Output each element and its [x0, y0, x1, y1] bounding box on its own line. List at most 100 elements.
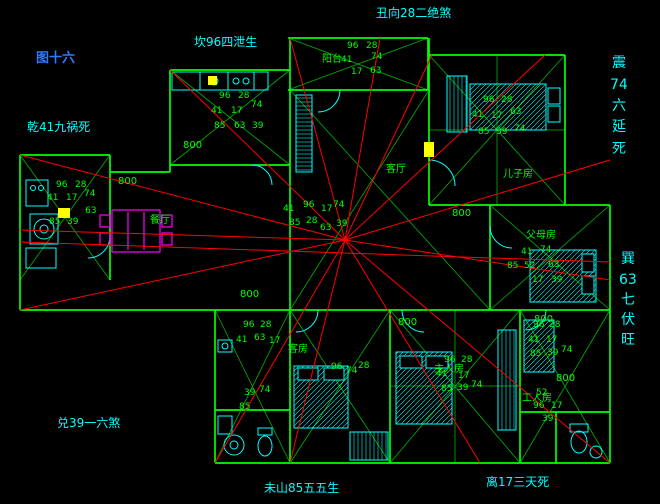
highlight-block	[208, 76, 217, 85]
door-arc	[489, 225, 513, 249]
compass-label-zhen-char: 震	[612, 55, 626, 71]
compass-label-xun-char: 63	[619, 272, 637, 288]
star-number: 74	[471, 380, 483, 390]
star-number: 74	[84, 189, 96, 199]
star-number: 41	[436, 369, 447, 379]
room-label-worker: 工人房	[522, 391, 552, 404]
compass-label-xun-char: 伏	[621, 312, 635, 328]
star-number: 28	[366, 41, 378, 51]
star-number: 41	[236, 335, 247, 345]
star-number: 85	[507, 261, 518, 271]
sink-unit	[217, 339, 233, 353]
compass-label-zhen-char: 74	[610, 77, 628, 93]
star-number: 28	[461, 355, 473, 365]
pillow	[547, 87, 561, 105]
star-number: 74	[540, 245, 552, 255]
star-number: 17	[231, 106, 242, 116]
pillow	[323, 367, 345, 381]
pillow	[581, 275, 595, 295]
star-number: 96	[347, 41, 359, 51]
compass-label-zhen: 震 74 六 延 死	[610, 55, 628, 157]
star-number: 74	[251, 100, 263, 110]
toilet-tank	[257, 427, 273, 436]
star-number: 17	[532, 275, 543, 285]
kitchen-counter-dividers	[199, 72, 255, 90]
star-number: 63	[548, 260, 559, 270]
appliance-knob	[38, 185, 44, 191]
star-number: 74	[371, 52, 383, 62]
star-number: 85	[530, 349, 541, 359]
sink-drain	[221, 342, 229, 350]
wall-lines	[19, 37, 611, 464]
star-number: 39	[496, 127, 508, 137]
fixtures	[25, 71, 603, 461]
star-number: 63	[85, 206, 96, 216]
compass-label-zhen-char: 延	[612, 119, 626, 135]
wash-basin-drain	[229, 440, 239, 450]
star-number: 96	[483, 95, 495, 105]
compass-label-xun-char: 旺	[621, 332, 635, 348]
star-number: 39	[252, 121, 264, 131]
door-arc	[428, 159, 456, 187]
star-number: 63	[320, 223, 331, 233]
door-arc	[295, 309, 319, 333]
dining-chair	[161, 214, 173, 228]
compass-label-li: 离17三天死	[486, 474, 549, 489]
wash-basin	[589, 445, 603, 459]
compass-label-xun-char: 巽	[621, 251, 635, 267]
figure-title: 图十六	[36, 50, 75, 66]
star-number: 74	[333, 200, 345, 210]
star-number: 85	[239, 402, 250, 412]
star-number: 52	[524, 261, 535, 271]
star-number: 17	[351, 67, 362, 77]
compass-label-chou: 丑向28二绝煞	[376, 5, 451, 20]
star-number: 17	[551, 401, 562, 411]
compass-label-zhen-char: 六	[612, 98, 626, 114]
star-number: 41	[528, 335, 539, 345]
screen-wall	[295, 94, 313, 173]
star-number: 96	[243, 320, 255, 330]
wall-bottom-block	[214, 310, 610, 464]
star-number: 41	[521, 247, 532, 257]
star-number: 17	[269, 336, 280, 346]
wardrobe	[497, 329, 517, 431]
compass-label-xun: 巽 63 七 伏 旺	[619, 251, 637, 348]
star-number: 85	[289, 218, 300, 228]
star-number: 41	[211, 106, 222, 116]
star-number: 96	[219, 91, 231, 101]
toilet-bowl	[257, 435, 273, 457]
dining-chair	[99, 214, 111, 228]
star-number: 74	[346, 366, 358, 376]
dining-chair	[161, 232, 173, 246]
wall-son-room	[428, 38, 566, 205]
star-number: 39	[336, 219, 348, 229]
star-number: 17	[66, 193, 77, 203]
star-numbers: 96 28 41 17 74 85 63 39 96 28 41 74 17 63 96 28 41 17 63 85…	[47, 41, 573, 424]
stove-burner	[242, 77, 250, 85]
star-number: 63	[234, 121, 245, 131]
star-number: 39	[67, 217, 79, 227]
washer-drum	[33, 218, 55, 240]
balcony-door-arc	[317, 89, 341, 113]
room-label-living: 客厅	[386, 162, 406, 175]
cabinet	[217, 415, 233, 435]
compass-label-zhen-char: 死	[612, 141, 626, 157]
compass-label-qian: 乾41九祸死	[27, 119, 90, 134]
door-arc	[525, 309, 547, 331]
star-number: 96	[533, 320, 545, 330]
star-number: 96	[303, 200, 315, 210]
star-number: 85	[49, 217, 60, 227]
star-number: 96	[444, 355, 456, 365]
star-number: 74	[259, 385, 271, 395]
pillow	[425, 355, 449, 369]
star-number: 96	[533, 401, 545, 411]
room-label-guest: 客房	[288, 342, 308, 355]
feng-shui-analysis-lines	[19, 37, 611, 464]
star-number: 28	[75, 180, 87, 190]
room-label-balcony: 阳台	[322, 52, 342, 65]
star-number: 63	[254, 333, 265, 343]
star-number: 63	[370, 66, 381, 76]
star-number: 39	[542, 414, 554, 424]
